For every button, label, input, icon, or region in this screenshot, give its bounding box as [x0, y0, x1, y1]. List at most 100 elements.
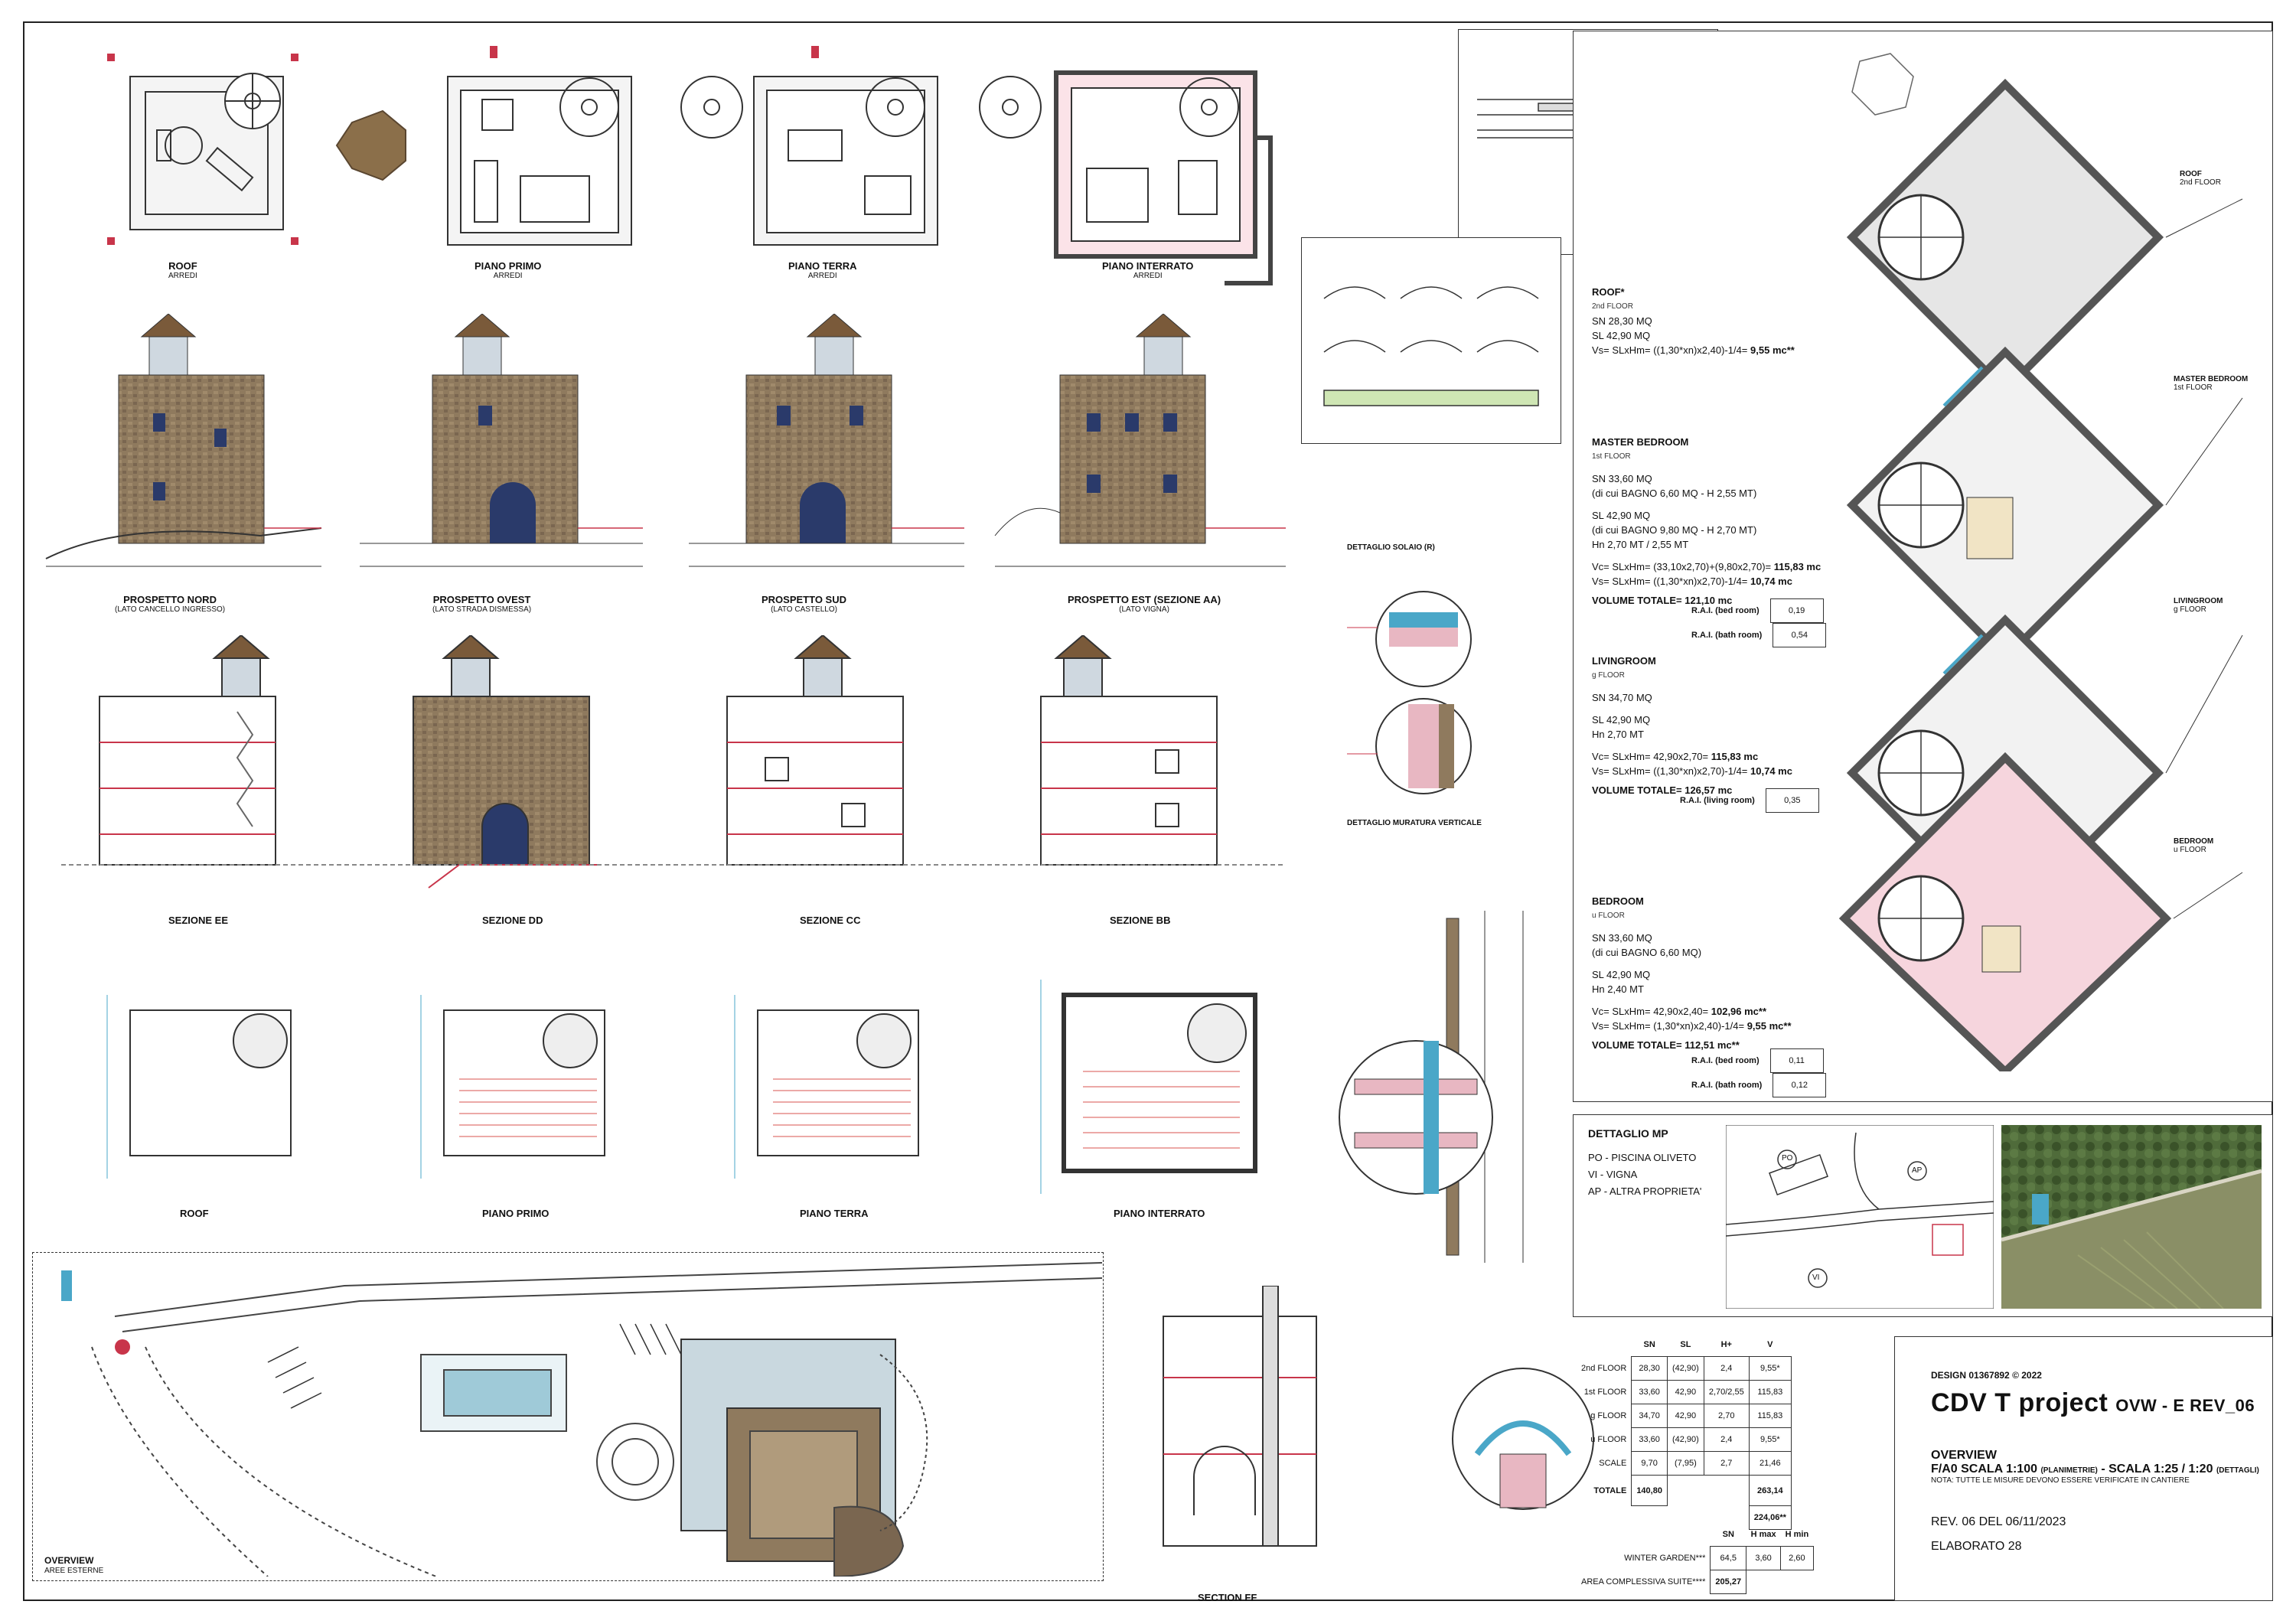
room-roof-sn: SN 28,30 MQ: [1592, 315, 1652, 327]
scale-line: F/A0 SCALA 1:100 (PLANIMETRIE) - SCALA 1…: [1931, 1463, 2259, 1476]
room-living-total: VOLUME TOTALE= 126,57 mc: [1592, 784, 1733, 796]
table-row: AREA COMPLESSIVA SUITE****205,27: [1577, 1570, 1813, 1594]
col-h: H+: [1720, 1340, 1732, 1349]
room-master-sn-sub: (di cui BAGNO 6,60 MQ - H 2,55 MT): [1592, 488, 1757, 499]
title-block-box: [1894, 1336, 2273, 1601]
overview-subtitle: AREE ESTERNE: [44, 1567, 104, 1575]
rai-bedroom-bed: R.A.I. (bed room)0,11: [1691, 1048, 1824, 1073]
aerial-photo: [2001, 1125, 2262, 1309]
room-master-level: 1st FLOOR: [1592, 452, 1631, 461]
top-plans-drawing: [107, 46, 1273, 285]
room-roof-sl: SL 42,90 MQ: [1592, 330, 1651, 341]
room-bedroom-total: VOLUME TOTALE= 112,51 mc**: [1592, 1039, 1740, 1051]
section-bb-title: SEZIONE BB: [1110, 915, 1171, 926]
room-master-name: MASTER BEDROOM: [1592, 436, 1689, 448]
sections-drawing: [61, 635, 1286, 889]
project-title: CDV T project OVW - E REV_06: [1931, 1388, 2255, 1417]
room-roof-info: ROOF* 2nd FLOOR SN 28,30 MQ SL 42,90 MQ …: [1592, 285, 1795, 357]
revision: REV. 06 DEL 06/11/2023: [1931, 1515, 2066, 1528]
room-master-info: MASTER BEDROOM 1st FLOOR SN 33,60 MQ (di…: [1592, 435, 1821, 608]
room-bedroom-vs: Vs= SLxHm= (1,30*xn)x2,40)-1/4= 9,55 mc*…: [1592, 1020, 1792, 1032]
dettaglio-mp-line-vi: VI - VIGNA: [1588, 1169, 1638, 1180]
plan-bottom-primo-title: PIANO PRIMO: [482, 1208, 550, 1219]
room-master-vs: Vs= SLxHm= ((1,30*xn)x2,70)-1/4= 10,74 m…: [1592, 576, 1792, 587]
elevation-sud: [689, 314, 964, 567]
elevation-est: [994, 314, 1286, 567]
table-total-row-2: 224,06**: [1577, 1505, 1792, 1530]
room-bedroom-sn: SN 33,60 MQ: [1592, 932, 1652, 944]
overview-site-plan-drawing: [61, 1262, 1102, 1577]
room-master-sl-sub: (di cui BAGNO 9,80 MQ - H 2,70 MT): [1592, 524, 1757, 536]
room-roof-level: 2nd FLOOR: [1592, 302, 1633, 311]
col-v: V: [1767, 1340, 1773, 1349]
rai-master-bath: R.A.I. (bath room)0,54: [1691, 623, 1827, 647]
col-sl: SL: [1680, 1340, 1691, 1349]
room-bedroom-sn-sub: (di cui BAGNO 6,60 MQ): [1592, 947, 1702, 958]
room-bedroom-vc: Vc= SLxHm= 42,90x2,40= 102,96 mc**: [1592, 1006, 1767, 1017]
section-ff-drawing: [1163, 1286, 1317, 1547]
room-bedroom-level: u FLOOR: [1592, 911, 1625, 920]
section-ff-title: SECTION FF: [1198, 1592, 1257, 1603]
elevation-est-title: PROSPETTO EST (SEZIONE AA)(LATO VIGNA): [1068, 594, 1221, 614]
wall-details-drawing: [1347, 591, 1472, 794]
plan-bottom-terra-title: PIANO TERRA: [800, 1208, 869, 1219]
section-cc-title: SEZIONE CC: [800, 915, 861, 926]
room-living-sn: SN 34,70 MQ: [1592, 692, 1652, 703]
note-measures: NOTA: TUTTE LE MISURE DEVONO ESSERE VERI…: [1931, 1476, 2190, 1485]
elevations-drawing: [45, 314, 1286, 567]
rai-master-bed: R.A.I. (bed room)0,19: [1691, 598, 1824, 623]
room-living-level: g FLOOR: [1592, 671, 1625, 680]
elaborato: ELABORATO 28: [1931, 1540, 2022, 1553]
solaio-detail-title: DETTAGLIO SOLAIO (R): [1347, 543, 1435, 552]
room-master-sn: SN 33,60 MQ: [1592, 473, 1652, 484]
plan-bottom-interrato-title: PIANO INTERRATO: [1114, 1208, 1205, 1219]
section-ee-title: SEZIONE EE: [168, 915, 229, 926]
room-bedroom-hm: Hn 2,40 MT: [1592, 983, 1644, 995]
room-master-hm: Hn 2,70 MT / 2,55 MT: [1592, 539, 1689, 550]
room-roof-name: ROOF*: [1592, 286, 1625, 298]
map-label-vi: VI: [1812, 1273, 1820, 1282]
muratura-detail-title: DETTAGLIO MURATURA VERTICALE: [1347, 819, 1482, 827]
overview-label: OVERVIEW: [1931, 1449, 1997, 1462]
map-label-po: PO: [1782, 1154, 1793, 1163]
overview-title: OVERVIEW: [44, 1555, 94, 1566]
elevation-nord-title: PROSPETTO NORD(LATO CANCELLO INGRESSO): [115, 594, 226, 614]
room-bedroom-info: BEDROOM u FLOOR SN 33,60 MQ (di cui BAGN…: [1592, 894, 1792, 1052]
room-living-sl: SL 42,90 MQ: [1592, 714, 1651, 726]
rai-living: R.A.I. (living room)0,35: [1680, 788, 1819, 813]
room-master-vc: Vc= SLxHm= (33,10x2,70)+(9,80x2,70)= 115…: [1592, 561, 1821, 572]
room-roof-vs: Vs= SLxHm= ((1,30*xn)x2,40)-1/4= 9,55 mc…: [1592, 344, 1795, 356]
site-map-drawing: [1726, 1125, 1994, 1309]
room-bedroom-sl: SL 42,90 MQ: [1592, 969, 1651, 980]
elevation-nord: [45, 314, 322, 567]
room-living-hm: Hn 2,70 MT: [1592, 729, 1644, 740]
room-living-info: LIVINGROOM g FLOOR SN 34,70 MQ SL 42,90 …: [1592, 654, 1792, 797]
room-bedroom-name: BEDROOM: [1592, 895, 1644, 907]
section-dd-title: SEZIONE DD: [482, 915, 543, 926]
map-label-ap: AP: [1912, 1166, 1923, 1175]
room-living-vs: Vs= SLxHm= ((1,30*xn)x2,70)-1/4= 10,74 m…: [1592, 765, 1792, 777]
room-living-vc: Vc= SLxHm= 42,90x2,70= 115,83 mc: [1592, 751, 1759, 762]
title-block: DESIGN 01367892 © 2022 CDV T project OVW…: [1931, 1370, 2259, 1554]
elevation-ovest-title: PROSPETTO OVEST(LATO STRADA DISMESSA): [432, 594, 532, 614]
design-code: DESIGN 01367892 © 2022: [1931, 1370, 2042, 1381]
vertical-detail-drawing: [1339, 911, 1524, 1263]
dettaglio-mp-text: DETTAGLIO MP PO - PISCINA OLIVETO VI - V…: [1588, 1125, 1701, 1200]
structural-plans-drawing: [106, 980, 1257, 1194]
elevation-ovest: [360, 314, 643, 567]
stacked-plans-diagram: [1838, 53, 2243, 1071]
